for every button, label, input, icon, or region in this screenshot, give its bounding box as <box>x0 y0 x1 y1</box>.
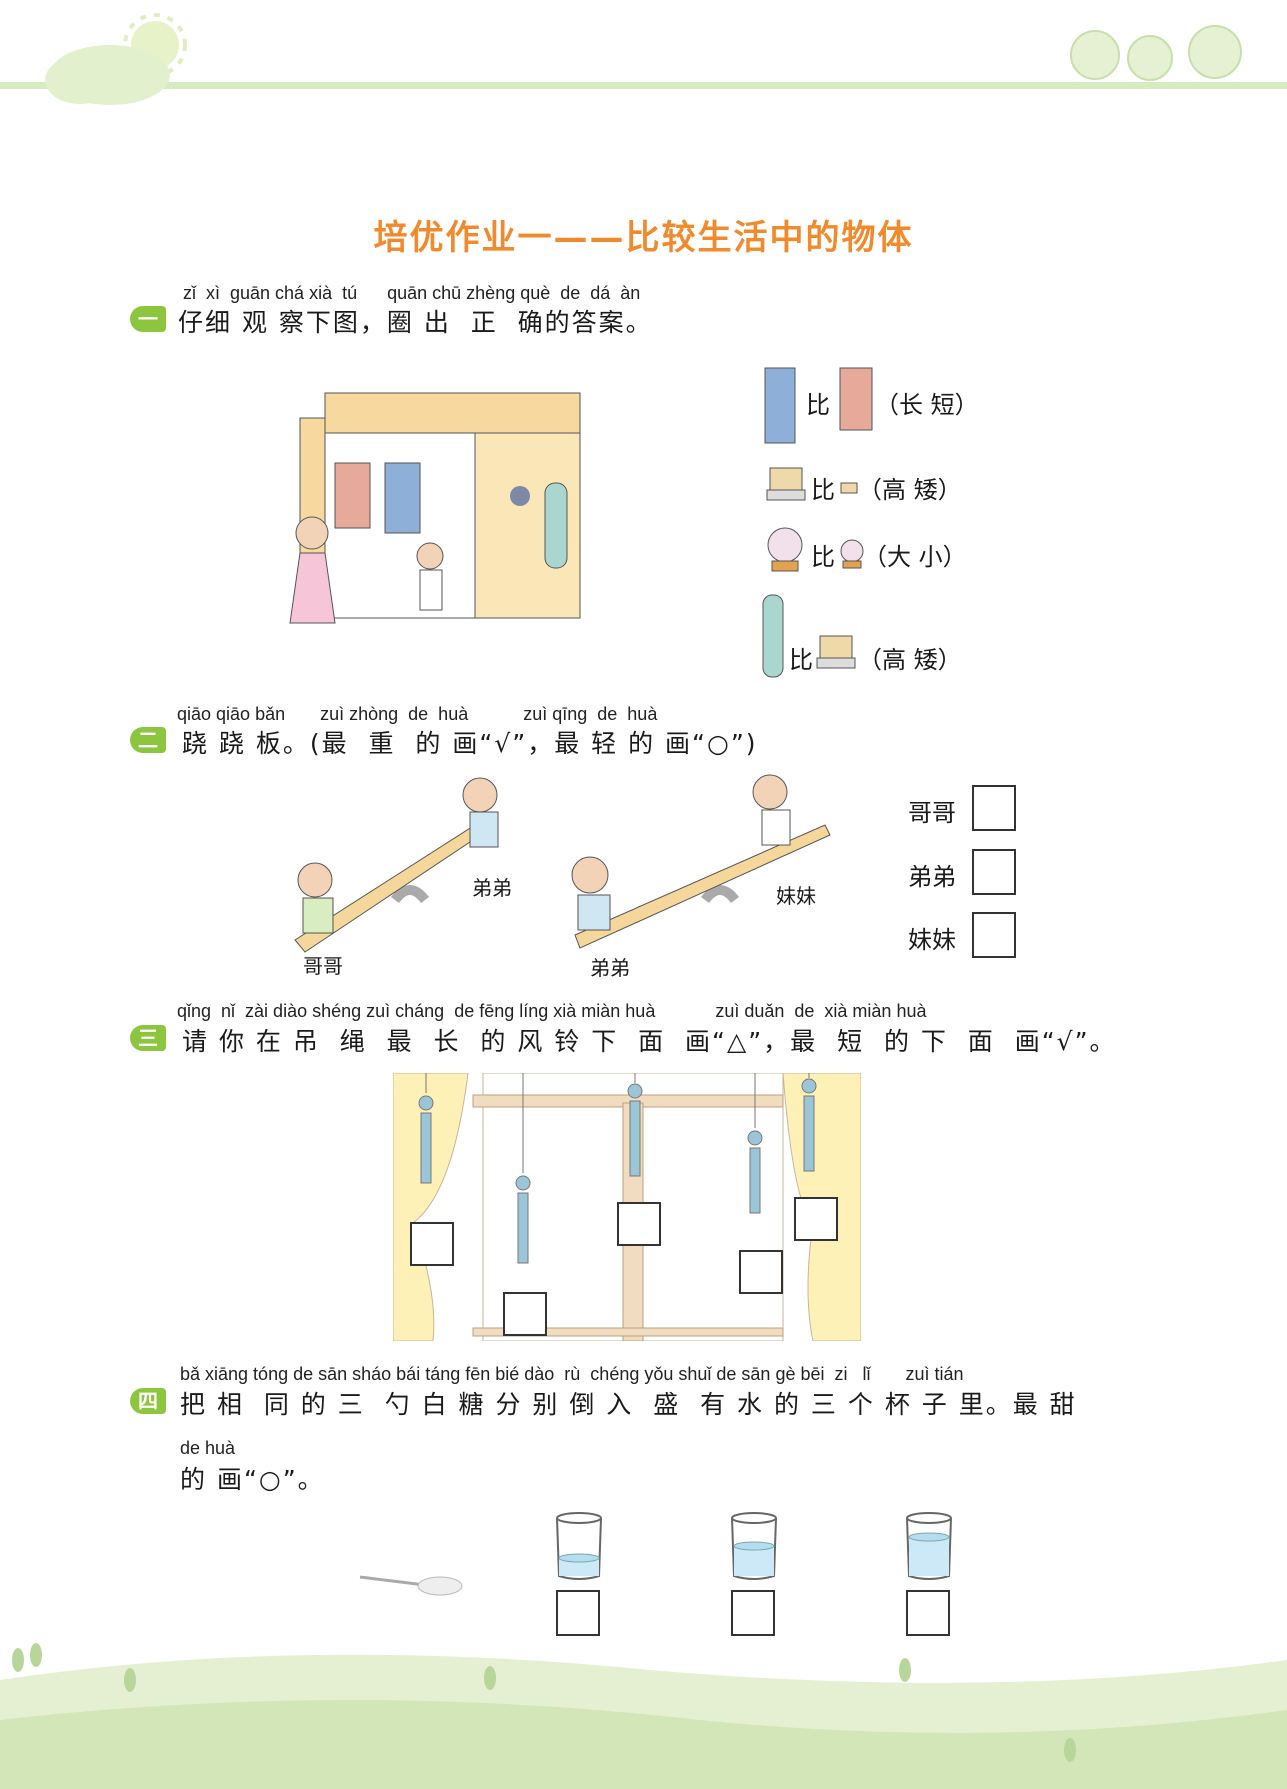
pants-icon <box>764 367 796 444</box>
q4-pinyin-2: de huà <box>180 1438 236 1458</box>
cup-answer-box-1[interactable] <box>556 1590 600 1636</box>
cup-answer-box-2[interactable] <box>731 1590 775 1636</box>
vase-icon <box>762 594 784 678</box>
chime-box-2[interactable] <box>503 1292 547 1336</box>
question-badge-4: 四 <box>130 1388 166 1414</box>
compare-item-1 <box>760 358 850 452</box>
q3-text: 请 你 在 吊 绳 最 长 的 风 铃 下 面 画“△”，最 短 的 下 面 画… <box>182 1027 1117 1056</box>
question-badge-1: 一 <box>130 306 166 332</box>
compare-bi-3: 比 <box>811 543 835 571</box>
seesaw-2 <box>571 774 831 949</box>
seesaw-label-didi-1: 弟弟 <box>472 876 512 900</box>
answer-label-gege: 哥哥 <box>908 799 956 827</box>
q4-pinyin: bǎ xiāng tóng de sān sháo bái táng fēn b… <box>180 1364 964 1384</box>
cup-1 <box>556 1512 602 1580</box>
seesaw-label-meimei: 妹妹 <box>776 884 816 908</box>
compare-options-2[interactable]: （高 矮） <box>858 476 962 504</box>
seesaw-label-gege: 哥哥 <box>303 954 343 978</box>
question-badge-3: 三 <box>130 1025 166 1051</box>
spoon-of-sugar-icon <box>359 1575 463 1596</box>
crystal-ball-icon <box>767 527 803 572</box>
tree-icons <box>12 1643 1076 1762</box>
answer-box-didi[interactable] <box>972 849 1016 895</box>
water-level-1 <box>559 1558 599 1576</box>
water-level-3 <box>909 1537 949 1576</box>
wardrobe-illustration <box>289 392 581 624</box>
horse-icon-2 <box>816 635 856 669</box>
chime-box-1[interactable] <box>410 1222 454 1266</box>
q4-text: 把 相 同 的 三 勺 白 糖 分 别 倒 入 盛 有 水 的 三 个 杯 子 … <box>180 1390 1077 1419</box>
chime-box-3[interactable] <box>617 1202 661 1246</box>
footer-hills-decoration <box>0 1643 1287 1789</box>
chime-box-4[interactable] <box>739 1250 783 1294</box>
answer-label-meimei: 妹妹 <box>908 926 956 954</box>
small-crystal-ball-icon <box>840 539 864 569</box>
seesaw-1 <box>294 777 499 953</box>
seesaw-label-didi-2: 弟弟 <box>590 956 630 980</box>
seesaw-illustration <box>294 774 831 953</box>
compare-bi-1: 比 <box>806 391 830 419</box>
q1-text: 仔细 观 察下图，圈 出 正 确的答案。 <box>178 308 653 337</box>
answer-label-didi: 弟弟 <box>908 863 956 891</box>
small-horse-icon <box>840 482 858 494</box>
q1-pinyin: zǐ xì guān chá xià tú quān chū zhèng què… <box>183 283 641 303</box>
answer-box-meimei[interactable] <box>972 912 1016 958</box>
cup-2 <box>731 1512 777 1580</box>
cup-3 <box>906 1512 952 1580</box>
q2-text: 跷 跷 板。(最 重 的 画“√”，最 轻 的 画“○”) <box>182 729 758 758</box>
compare-bi-2: 比 <box>811 476 835 504</box>
horse-icon <box>766 467 806 501</box>
short-pants-icon <box>839 367 873 431</box>
page-title: 培优作业一——比较生活中的物体 <box>373 218 914 258</box>
answer-box-gege[interactable] <box>972 785 1016 831</box>
q4-text-2: 的 画“○”。 <box>180 1465 325 1494</box>
compare-options-3[interactable]: （大 小） <box>863 543 967 571</box>
cloud-icon <box>45 45 170 105</box>
water-level-2 <box>734 1546 774 1576</box>
q2-pinyin: qiāo qiāo bǎn zuì zhòng de huà zuì qīng … <box>177 704 658 724</box>
compare-bi-4: 比 <box>789 646 813 674</box>
question-badge-2: 二 <box>130 727 166 753</box>
q3-pinyin: qǐng nǐ zài diào shéng zuì cháng de fēng… <box>177 1001 927 1021</box>
animals-icon <box>1070 25 1242 81</box>
chime-box-5[interactable] <box>794 1197 838 1241</box>
compare-options-4[interactable]: （高 矮） <box>858 646 962 674</box>
cup-answer-box-3[interactable] <box>906 1590 950 1636</box>
compare-options-1[interactable]: （长 短） <box>875 391 979 419</box>
header-decoration <box>0 13 1287 105</box>
